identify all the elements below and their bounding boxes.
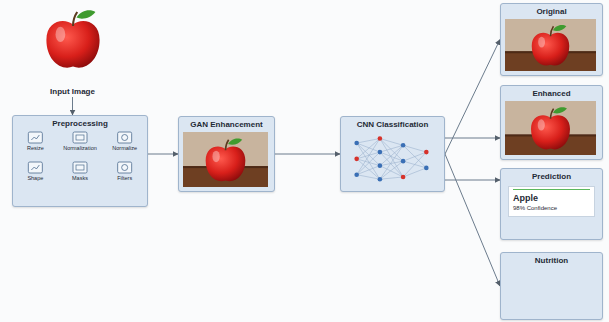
apple-photo	[505, 101, 596, 155]
output-box: Nutrition	[500, 252, 603, 320]
output-box: PredictionApple98% Confidence	[500, 168, 603, 240]
process-box: PreprocessingResizeNormalizationNormaliz…	[12, 115, 148, 207]
input-image: Input Image	[30, 2, 115, 97]
box-title: GAN Enhancement	[183, 120, 270, 130]
flow-arrow	[445, 40, 500, 155]
step-label: Masks	[58, 175, 103, 182]
flow-arrow	[445, 180, 500, 181]
flow-arrow	[72, 97, 73, 115]
box-title: CNN Classification	[345, 120, 440, 130]
flow-arrow	[275, 154, 340, 155]
preprocessing-icons	[13, 116, 147, 206]
box-title: Input Image	[50, 87, 95, 97]
neural-network-figure	[347, 134, 436, 186]
flow-arrow	[445, 154, 500, 286]
flow-arrow	[148, 154, 178, 155]
flow-arrow	[445, 138, 500, 139]
box-title: Preprocessing	[17, 119, 143, 129]
apple-photo	[505, 19, 596, 71]
box-title: Original	[505, 7, 598, 17]
box-title: Nutrition	[505, 256, 598, 266]
box-title: Enhanced	[505, 89, 598, 99]
process-box: GAN Enhancement	[178, 116, 275, 192]
apple-photo	[183, 132, 268, 187]
accent-line	[513, 189, 590, 190]
apple-illustration	[38, 2, 108, 74]
output-box: Enhanced	[500, 85, 603, 160]
step-label: Filters	[102, 175, 147, 182]
step-label: Normalize	[102, 145, 147, 152]
result-panel: Apple98% Confidence	[508, 186, 595, 217]
output-box: Original	[500, 3, 603, 76]
process-box: CNN Classification	[340, 116, 445, 192]
step-label: Normalization	[58, 145, 103, 152]
prediction-label: Apple	[513, 193, 590, 204]
step-label: Resize	[13, 145, 58, 152]
confidence-value: 98% Confidence	[513, 204, 590, 212]
step-label: Shape	[13, 175, 58, 182]
box-title: Prediction	[505, 172, 598, 182]
